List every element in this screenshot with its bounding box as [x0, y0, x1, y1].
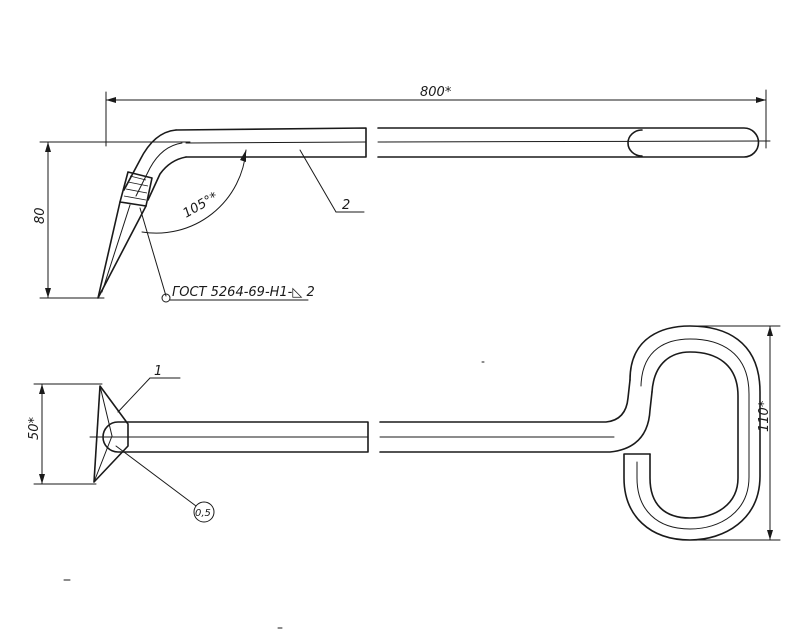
- blade-width-label: 50*: [27, 416, 42, 440]
- loop-handle: [623, 325, 761, 541]
- thickness-callout: 0,5: [115, 445, 215, 523]
- height-dimension: 80: [33, 141, 191, 299]
- height-dimension-label: 80: [33, 207, 48, 224]
- loop-height-label: 110*: [757, 400, 772, 432]
- rod-top-left: [175, 127, 367, 158]
- weld-callout: ГОСТ 5264-69-Н1-◺ 2: [139, 207, 315, 303]
- length-dimension-label: 800*: [420, 85, 452, 100]
- part-2-label: 2: [342, 198, 350, 213]
- rod-bottom-right: [379, 379, 653, 453]
- scan-marks: [63, 361, 485, 629]
- blade-side: [97, 201, 147, 299]
- blade-front: [93, 385, 129, 483]
- thickness-callout-label: 0,5: [195, 508, 211, 519]
- bottom-view: 50*: [27, 325, 781, 541]
- part-1-leader: 1: [117, 364, 181, 413]
- weld-callout-label: ГОСТ 5264-69-Н1-◺ 2: [172, 285, 315, 300]
- rod-top-right: [377, 127, 771, 158]
- part-2-leader: 2: [299, 149, 365, 213]
- loop-height-dimension: 110*: [689, 325, 781, 541]
- rod-bottom-left: [89, 421, 369, 453]
- length-dimension: 800*: [105, 85, 767, 149]
- rod-bend: [119, 129, 187, 207]
- top-view: 800* 80: [33, 85, 771, 303]
- blade-width-dimension: 50*: [27, 383, 103, 485]
- bend-angle: 105°*: [141, 149, 247, 234]
- bend-angle-label: 105°*: [181, 189, 222, 221]
- part-1-label: 1: [154, 364, 162, 379]
